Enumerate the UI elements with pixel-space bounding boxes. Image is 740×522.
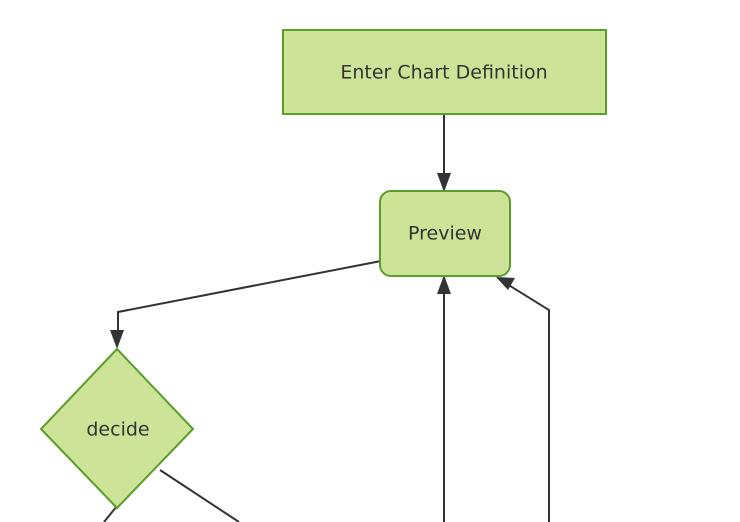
node-shape-rounded-rectangle <box>379 190 511 277</box>
edge-bottom-into-preview <box>437 275 451 522</box>
edge-bottom-right-into-preview <box>496 277 550 522</box>
node-shape-rectangle <box>282 29 607 115</box>
node-label-decide: decide <box>86 419 149 441</box>
node-shape-diamond <box>39 347 195 510</box>
node-label-preview: Preview <box>408 223 482 245</box>
edge-decide-down-left <box>103 505 118 522</box>
arrow-head-icon <box>110 330 124 349</box>
arrow-head-icon <box>437 275 451 294</box>
node-preview[interactable]: Preview <box>379 190 511 277</box>
edge-decide-down-right <box>159 469 240 522</box>
node-decide[interactable]: decide <box>39 347 195 510</box>
edge-enter-to-preview <box>437 114 451 192</box>
node-label-enter-chart-definition: Enter Chart Definition <box>340 62 547 84</box>
arrow-head-icon <box>437 173 451 192</box>
arrow-head-icon <box>496 277 515 290</box>
node-enter-chart-definition[interactable]: Enter Chart Definition <box>282 29 607 115</box>
edge-preview-to-decide <box>110 260 382 349</box>
